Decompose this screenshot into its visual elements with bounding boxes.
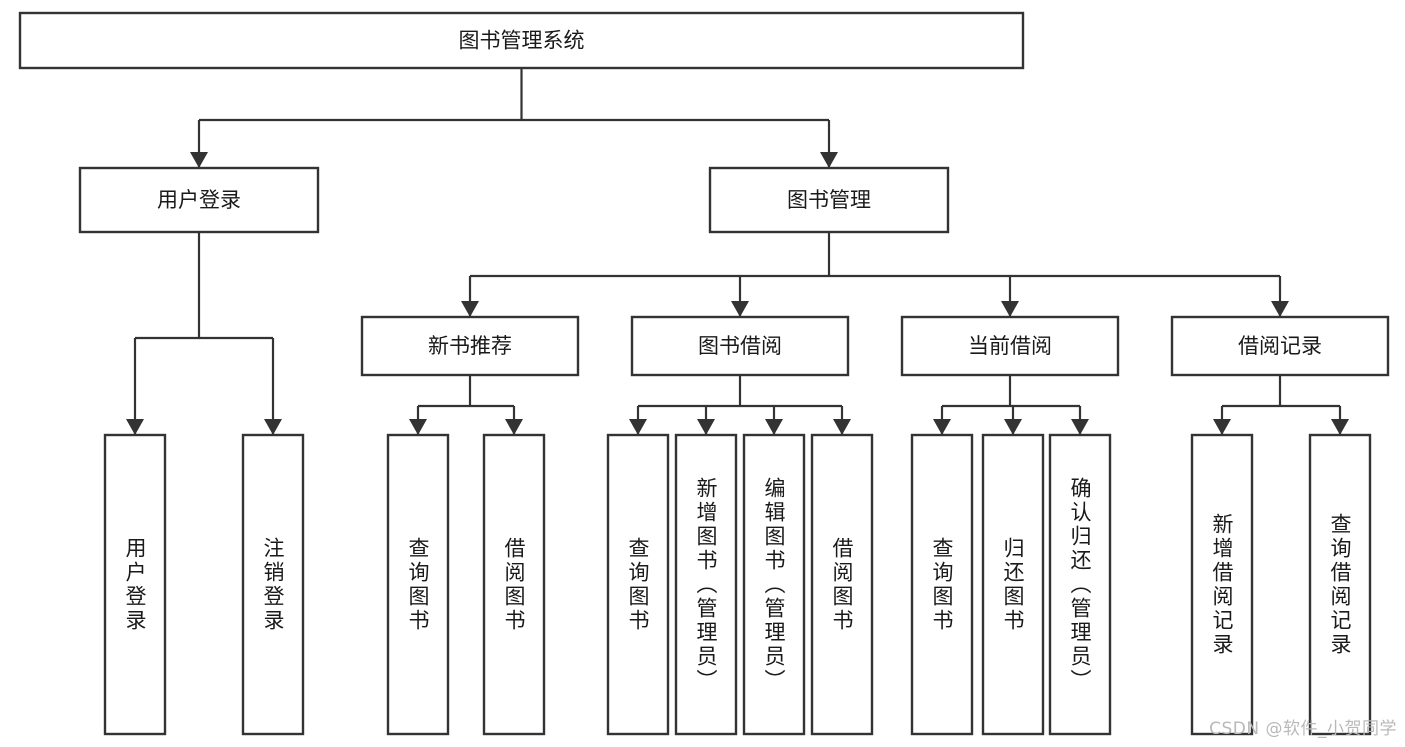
node-box-leaf-user-login[interactable]	[103, 433, 167, 736]
node-label-borrow: 图书借阅	[698, 334, 782, 358]
node-label-bookmgmt: 图书管理	[787, 188, 871, 212]
arrow-head-icon	[190, 152, 208, 168]
node-box-login[interactable]	[78, 166, 320, 234]
edge-layer	[126, 68, 1349, 435]
node-box-current[interactable]	[900, 315, 1120, 377]
arrow-head-icon	[629, 419, 647, 435]
node-box-leaf-borrow-book-1[interactable]	[482, 433, 546, 736]
arrow-head-icon	[409, 419, 427, 435]
arrow-head-icon	[765, 419, 783, 435]
arrow-head-icon	[1331, 419, 1349, 435]
arrow-head-icon	[461, 301, 479, 317]
node-label-login: 用户登录	[157, 188, 241, 212]
node-box-leaf-return-book[interactable]	[981, 433, 1045, 736]
node-box-newbook[interactable]	[360, 315, 580, 377]
node-box-leaf-add-record[interactable]	[1190, 433, 1254, 736]
watermark-text: CSDN @软件_小贺同学	[1209, 719, 1397, 739]
arrow-head-icon	[126, 419, 144, 435]
arrow-head-icon	[1071, 419, 1089, 435]
node-box-leaf-logout[interactable]	[241, 433, 305, 736]
node-label-records: 借阅记录	[1238, 334, 1322, 358]
node-box-leaf-edit-book[interactable]	[742, 433, 806, 736]
node-box-leaf-query-book-3[interactable]	[910, 433, 974, 736]
arrow-head-icon	[264, 419, 282, 435]
arrow-head-icon	[1213, 419, 1231, 435]
node-box-leaf-query-book-1[interactable]	[386, 433, 450, 736]
node-label-current: 当前借阅	[968, 334, 1052, 358]
arrow-head-icon	[1001, 301, 1019, 317]
node-box-root[interactable]	[18, 11, 1025, 70]
arrow-head-icon	[1271, 301, 1289, 317]
node-box-leaf-borrow-book-2[interactable]	[810, 433, 874, 736]
node-label-root: 图书管理系统	[459, 29, 585, 53]
node-box-leaf-query-book-2[interactable]	[606, 433, 670, 736]
arrow-head-icon	[833, 419, 851, 435]
node-box-bookmgmt[interactable]	[708, 166, 950, 234]
node-box-leaf-confirm-return[interactable]	[1048, 433, 1112, 736]
node-box-leaf-add-book[interactable]	[674, 433, 738, 736]
arrow-head-icon	[820, 152, 838, 168]
node-box-leaf-query-record[interactable]	[1308, 433, 1372, 736]
arrow-head-icon	[933, 419, 951, 435]
arrow-head-icon	[731, 301, 749, 317]
arrow-head-icon	[505, 419, 523, 435]
arrow-head-icon	[697, 419, 715, 435]
node-label-newbook: 新书推荐	[428, 334, 512, 358]
node-box-records[interactable]	[1170, 315, 1390, 377]
node-box-borrow[interactable]	[630, 315, 850, 377]
arrow-head-icon	[1004, 419, 1022, 435]
